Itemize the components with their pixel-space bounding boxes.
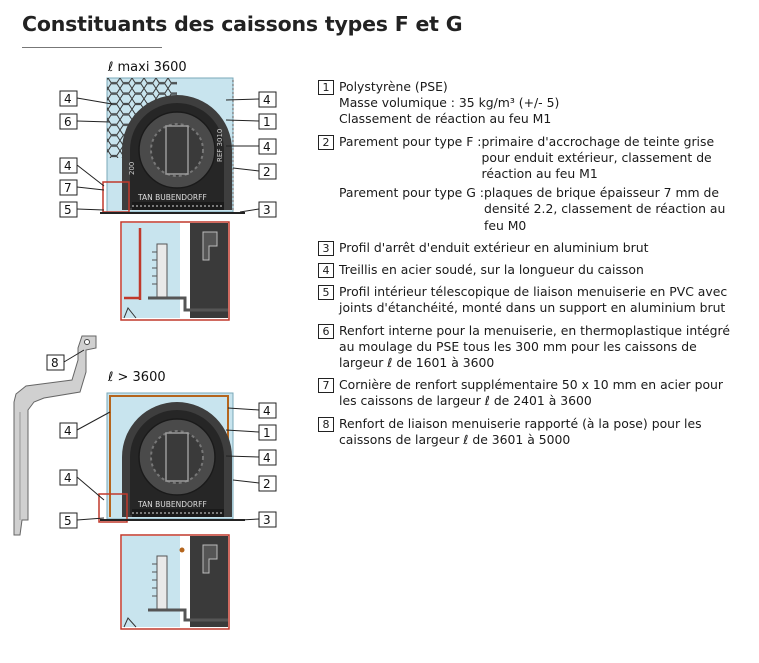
legend-number: 6: [318, 323, 334, 339]
callout-right-3: 4: [263, 140, 271, 154]
caisson-brand-text: TAN BUBENDORFF: [137, 193, 207, 202]
legend-label-type-f: Parement pour type F :: [339, 133, 482, 149]
legend-item-3: 3 Profil d'arrêt d'enduit extérieur en a…: [318, 240, 756, 256]
callout-bottom-left-3: 5: [64, 514, 72, 528]
legend-text: Masse volumique : 35 kg/m³ (+/- 5): [339, 95, 560, 111]
caisson-brand-text-bottom: TAN BUBENDORFF: [137, 500, 207, 509]
title-rule: [22, 47, 162, 48]
caisson-drawing-top: ℓ maxi 3600 200 REF 3010 TAN BUBENDORFF …: [59, 60, 277, 321]
callouts-left-top: 4 6 4 7 5: [59, 90, 113, 218]
caisson-side-text-left: 200: [128, 162, 136, 175]
callout-bottom-left-2: 4: [64, 471, 72, 485]
legend-item-7: 7 Cornière de renfort supplémentaire 50 …: [318, 377, 756, 409]
legend-label-type-g: Parement pour type G :: [339, 185, 484, 201]
legend-text: Treillis en acier soudé, sur la longueur…: [339, 262, 644, 278]
legend-item-1: 1 Polystyrène (PSE) Masse volumique : 35…: [318, 79, 756, 128]
callout-left-4: 7: [64, 181, 72, 195]
legend-text: Polystyrène (PSE): [339, 79, 448, 94]
legend-text: densité 2.2, classement de réaction au: [483, 201, 726, 217]
legend-number: 7: [318, 378, 334, 394]
callout-bottom-right-2: 1: [263, 426, 271, 440]
legend-text: pour enduit extérieur, classement de: [481, 149, 712, 165]
legend-number: 8: [318, 416, 334, 432]
legend-text: les caissons de largeur ℓ de 2401 à 3600: [339, 393, 592, 409]
callout-left-3: 4: [64, 159, 72, 173]
legend-item-4: 4 Treillis en acier soudé, sur la longue…: [318, 262, 756, 279]
legend-number: 5: [318, 285, 334, 301]
legend-number: 1: [318, 80, 334, 95]
legend-text: caissons de largeur ℓ de 3601 à 5000: [339, 431, 571, 447]
legend-item-6: 6 Renfort interne pour la menuiserie, en…: [318, 323, 756, 372]
callouts-right-top: 4 1 4 2 3: [225, 91, 277, 218]
legend-text: joints d'étanchéité, monté dans un suppo…: [339, 300, 726, 316]
callout-bottom-right-1: 4: [263, 404, 271, 418]
callout-left-2: 6: [64, 115, 72, 129]
dimension-label-top: ℓ maxi 3600: [107, 60, 187, 75]
callout-right-5: 3: [263, 203, 271, 217]
callout-bottom-left-1: 4: [64, 424, 72, 438]
legend-text: Cornière de renfort supplémentaire 50 x …: [339, 377, 723, 393]
legend-text: Profil d'arrêt d'enduit extérieur en alu…: [339, 239, 649, 255]
legend-text: au moulage du PSE tous les 300 mm pour l…: [339, 338, 697, 354]
callout-right-2: 1: [263, 115, 271, 129]
page-title: Constituants des caissons types F et G: [22, 12, 463, 36]
legend-text: Renfort interne pour la menuiserie, en t…: [339, 322, 730, 338]
legend-text: Renfort de liaison menuiserie rapporté (…: [339, 415, 702, 431]
caisson-side-text-right: REF 3010: [216, 129, 224, 162]
legend-number: 2: [318, 134, 334, 150]
legend-item-5: 5 Profil intérieur télescopique de liais…: [318, 284, 756, 316]
legend-number: 4: [318, 263, 334, 279]
callouts-right-bottom: 4 1 4 2 3: [225, 402, 277, 528]
callouts-left-bottom: 8 4 4 5: [46, 349, 111, 529]
callout-bottom-right-5: 3: [263, 513, 271, 527]
callout-right-4: 2: [263, 165, 271, 179]
legend-text: feu M0: [483, 217, 527, 233]
legend-text: réaction au feu M1: [481, 166, 598, 182]
callout-profile: 8: [51, 356, 59, 370]
legend-number: 3: [318, 240, 334, 256]
caisson-drawing-bottom: ℓ > 3600 TAN BUBENDORFF 8 4 4 5: [13, 335, 277, 630]
legend-item-8: 8 Renfort de liaison menuiserie rapporté…: [318, 416, 756, 448]
dimension-label-bottom: ℓ > 3600: [107, 370, 166, 385]
callout-left-1: 4: [64, 92, 72, 106]
legend-item-2: 2 Parement pour type F : primaire d'accr…: [318, 134, 756, 234]
callout-bottom-right-3: 4: [263, 451, 271, 465]
legend-text: plaques de brique épaisseur 7 mm de: [483, 185, 720, 201]
legend-list: 1 Polystyrène (PSE) Masse volumique : 35…: [318, 79, 756, 454]
callout-right-1: 4: [263, 93, 271, 107]
legend-text: Classement de réaction au feu M1: [339, 111, 552, 127]
legend-text: Profil intérieur télescopique de liaison…: [339, 284, 728, 300]
legend-text: primaire d'accrochage de teinte grise: [481, 133, 715, 149]
legend-text: largeur ℓ de 1601 à 3600: [339, 355, 495, 371]
callout-bottom-right-4: 2: [263, 477, 271, 491]
callout-left-5: 5: [64, 203, 72, 217]
reinforcement-profile: [13, 335, 97, 536]
